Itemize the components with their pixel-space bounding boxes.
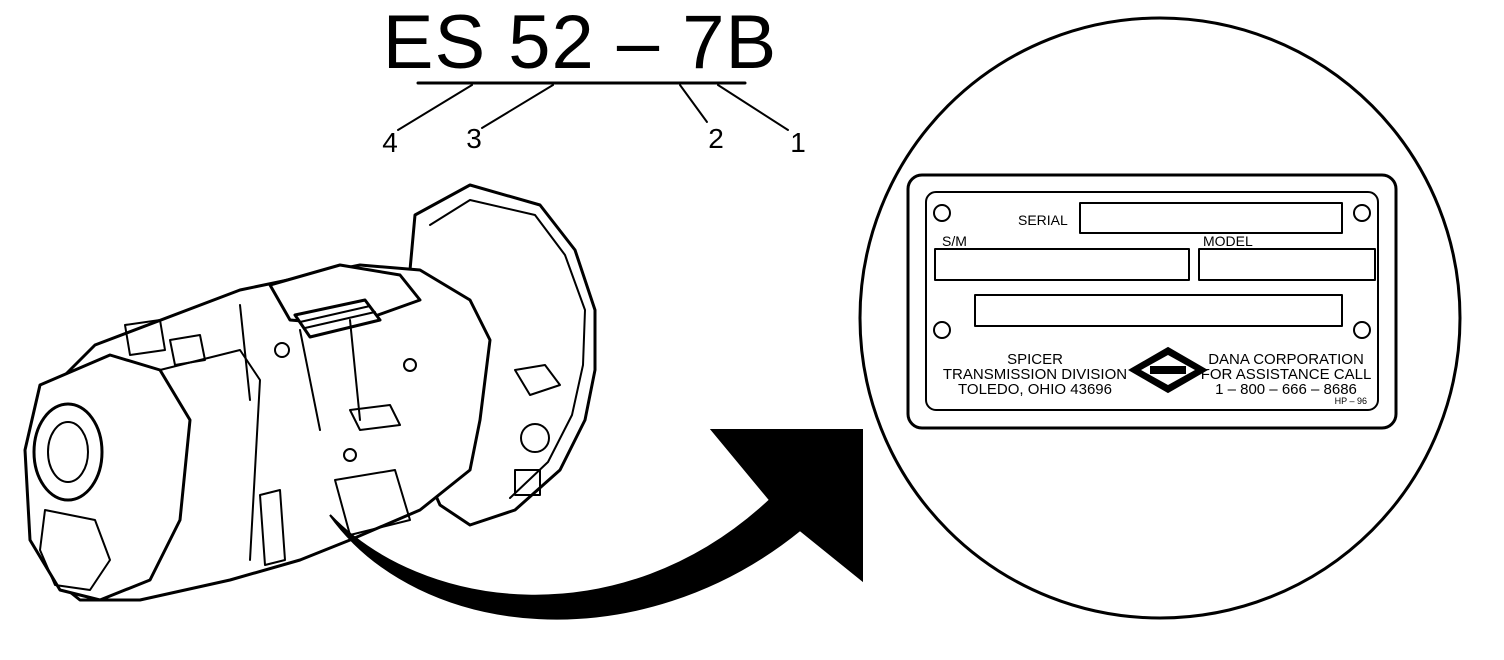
sm-field <box>934 248 1190 281</box>
transmission-illustration <box>23 183 597 602</box>
model-label: MODEL <box>1203 233 1253 249</box>
serial-label: SERIAL <box>1018 212 1068 228</box>
leader-line-3 <box>481 84 554 129</box>
plate-right-line-1: DANA CORPORATION <box>1208 351 1364 368</box>
model-code-group: ES 52 – 7B 4 3 2 1 <box>382 0 806 158</box>
plate-left-line-1: SPICER <box>1007 351 1063 368</box>
blank-field <box>974 294 1343 327</box>
plate-inner-border <box>925 191 1379 411</box>
magnifier-circle <box>858 16 1462 620</box>
plate-right-line-2: FOR ASSISTANCE CALL <box>1201 366 1372 383</box>
plate-part-code: HP – 96 <box>1335 396 1367 406</box>
plate-outer-border <box>906 173 1398 430</box>
leader-line-1 <box>717 84 789 131</box>
output-yoke <box>32 402 104 502</box>
dana-logo-icon <box>1128 346 1208 394</box>
serial-field <box>1079 202 1343 234</box>
plate-left-line-2: TRANSMISSION DIVISION <box>943 366 1127 383</box>
mounting-hole-br <box>1353 321 1371 339</box>
model-field <box>1198 248 1376 281</box>
id-plate: SERIAL S/M MODEL SPICER TRANSMISSION DIV… <box>906 173 1398 430</box>
callout-4: 4 <box>382 127 398 158</box>
callout-3: 3 <box>466 123 482 154</box>
model-code: ES 52 – 7B <box>383 0 778 85</box>
mounting-hole-tr <box>1353 204 1371 222</box>
shift-cover <box>268 263 422 327</box>
pointer-arrow <box>329 429 863 620</box>
mounting-hole-tl <box>933 204 951 222</box>
sm-label: S/M <box>942 233 967 249</box>
callout-1: 1 <box>790 127 806 158</box>
callout-2: 2 <box>708 123 724 154</box>
plate-left-line-3: TOLEDO, OHIO 43696 <box>958 381 1112 398</box>
leader-line-4 <box>397 84 473 131</box>
mounting-hole-bl <box>933 321 951 339</box>
plate-right-line-3: 1 – 800 – 666 – 8686 <box>1215 381 1357 398</box>
leader-line-2 <box>679 84 708 123</box>
